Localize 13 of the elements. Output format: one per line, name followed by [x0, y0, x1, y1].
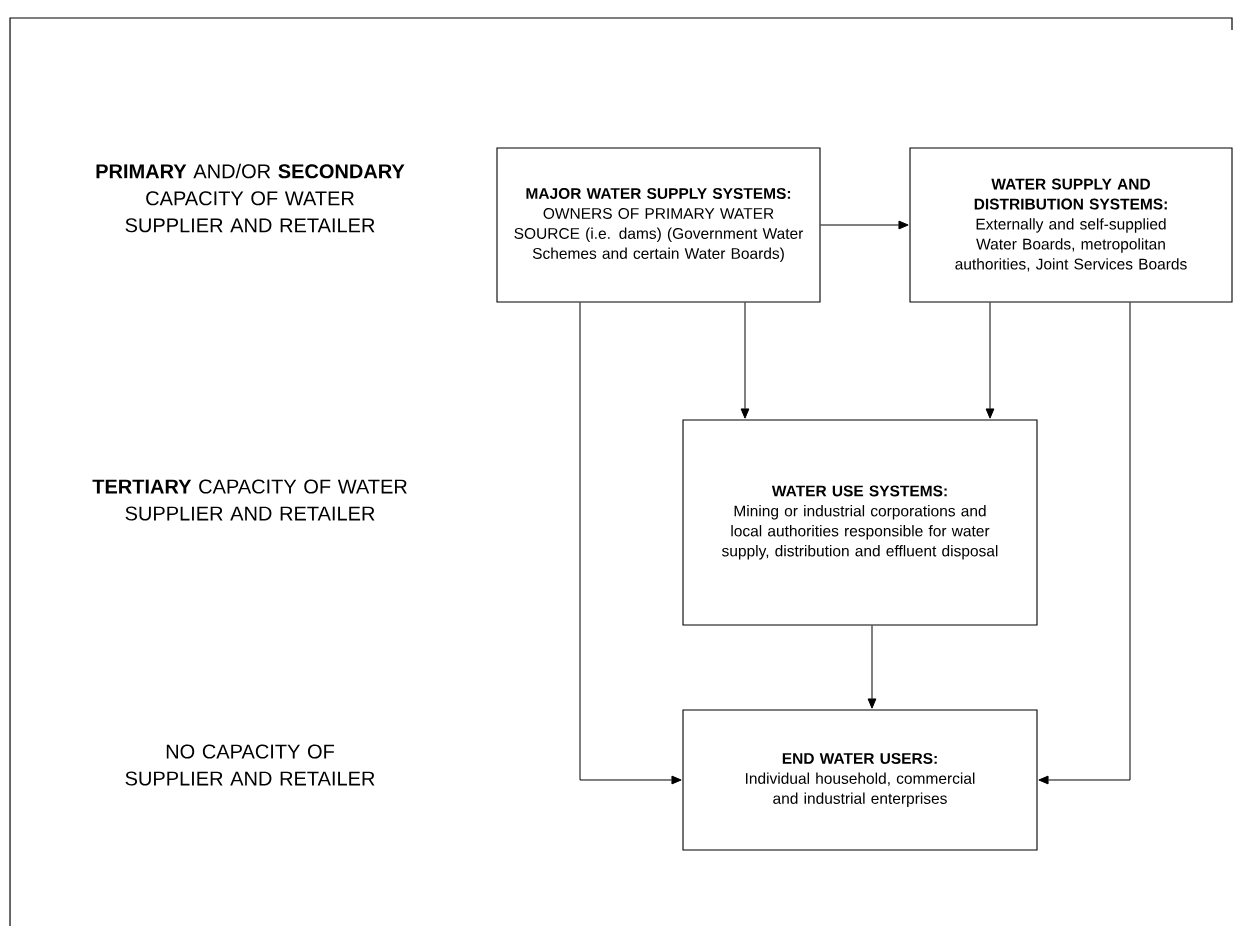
- process-box: END WATER USERS: Individual household, commercial and industrial enterprises: [682, 709, 1038, 851]
- arrow: [1038, 302, 1131, 785]
- row-label: NO CAPACITY OF SUPPLIER AND RETAILER: [125, 744, 375, 786]
- row-label: PRIMARY AND/OR SECONDARY CAPACITY OF WATER SUPPLIER AND RETAILER: [96, 163, 405, 233]
- arrow: [867, 625, 877, 709]
- arrow: [820, 220, 909, 230]
- process-box: WATER USE SYSTEMS: Mining or industrial corporations and local authorities responsible for water supply, distribution and effluent disposal: [682, 419, 1038, 626]
- arrow: [579, 302, 682, 785]
- row-label: TERTIARY CAPACITY OF WATER SUPPLIER AND RETAILER: [92, 479, 407, 521]
- arrow: [740, 302, 750, 419]
- arrow: [985, 302, 995, 419]
- process-box: WATER SUPPLY AND DISTRIBUTION SYSTEMS: Externally and self-supplied Water Boards, metropolitan authorities, Joint Services Boards: [909, 147, 1233, 303]
- process-box: MAJOR WATER SUPPLY SYSTEMS: OWNERS OF PRIMARY WATER SOURCE (i.e. dams) (Government Water Schemes and certain Water Boards): [496, 147, 821, 303]
